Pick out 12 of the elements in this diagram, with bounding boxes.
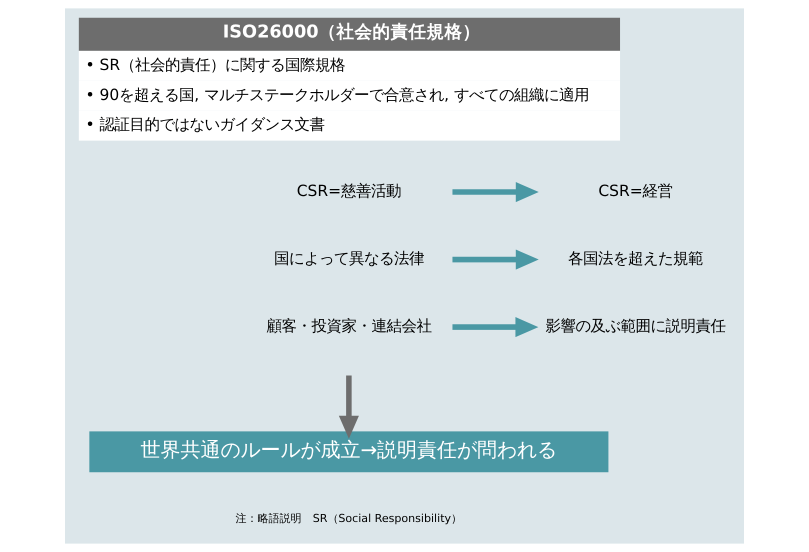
node-text: CSR=慈善活動	[296, 182, 402, 200]
node-text: 各国法を超えた規範	[568, 250, 704, 268]
arrow	[452, 250, 539, 270]
arrow	[452, 317, 538, 338]
node-text: 影響の及ぶ範囲に説明責任	[546, 317, 726, 336]
node-box: 世界共通のルールが成立→説明責任が問われる	[89, 431, 608, 472]
label: 注：略語説明 SR（Social Responsibility）	[236, 512, 462, 526]
node-text: 顧客・投資家・連結会社	[266, 317, 432, 336]
arrow	[452, 182, 539, 202]
node-text: 国によって異なる法律	[274, 250, 424, 268]
node-text: CSR=経営	[598, 182, 673, 200]
arrow	[338, 376, 359, 439]
